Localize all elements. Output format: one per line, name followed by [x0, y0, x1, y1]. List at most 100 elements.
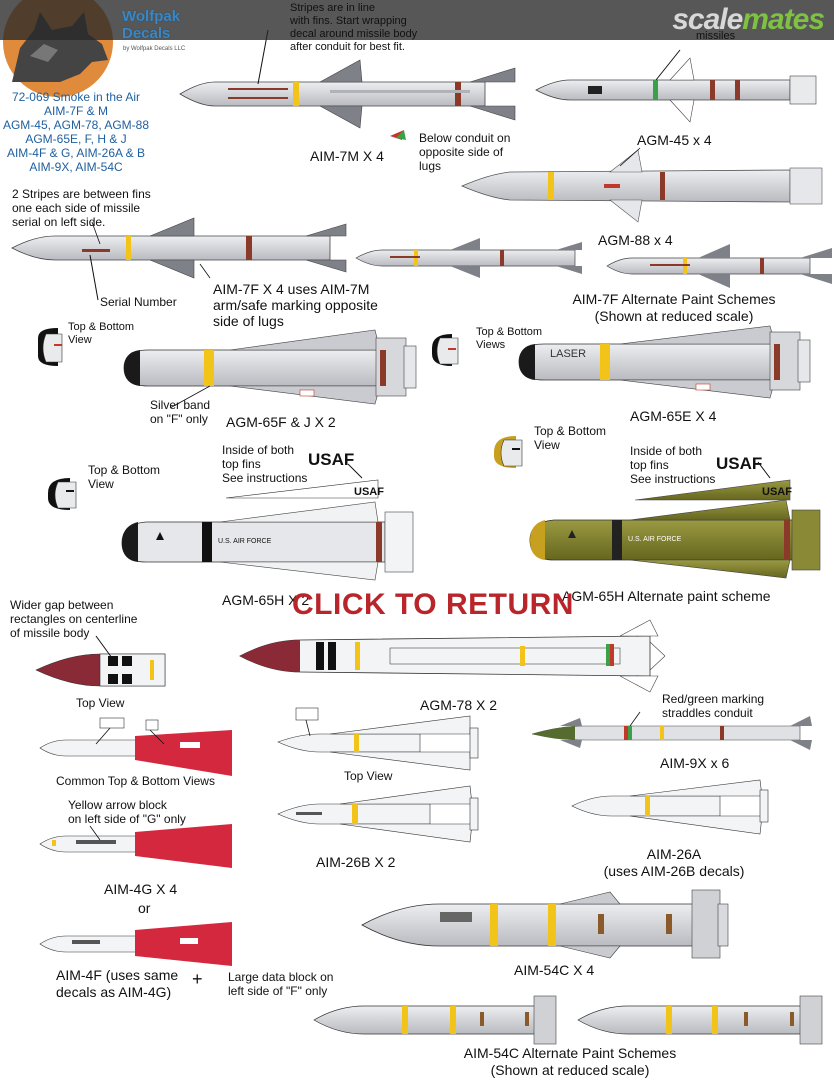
caption-agm65h: AGM-65H X 2 [222, 592, 310, 608]
usaf-fin-decal-alt: USAF [762, 486, 792, 498]
sheet-info-line: 72-069 Smoke in the Air [11, 90, 141, 104]
aim54c-drawing [361, 889, 729, 959]
brand-part1: scale [672, 3, 743, 36]
note-line: straddles conduit [662, 706, 753, 720]
agm45-note: missiles [696, 30, 735, 43]
caption-agm65e: AGM-65E X 4 [630, 408, 717, 424]
note-line: Below conduit on [419, 131, 511, 145]
note-line: Silver band [150, 398, 211, 412]
note-line: View [88, 477, 114, 491]
aim4f-note: AIM-4F (uses same decals as AIM-4G) [56, 967, 178, 1001]
us-air-force-decal-alt: U.S. AIR FORCE [628, 536, 682, 543]
note-line: AIM-54C Alternate Paint Schemes [463, 1045, 677, 1061]
agm65h-topbottom-note: Top & Bottom View [88, 463, 160, 491]
note-line: See instructions [222, 471, 308, 485]
note-line: (uses AIM-26B decals) [603, 863, 745, 879]
caption-aim4g: AIM-4G X 4 [104, 881, 178, 897]
note-line: rectangles on centerline [10, 612, 138, 626]
note-line: of missile body [10, 626, 90, 640]
agm65h-alt-inside-fins-note: Inside of both top fins See instructions [630, 444, 715, 486]
aim54c-alt-note: AIM-54C Alternate Paint Schemes (Shown a… [430, 1045, 710, 1079]
note-line: View [534, 438, 560, 452]
aim9x-drawing [531, 711, 812, 750]
note-line: 2 Stripes are between fins [12, 187, 151, 201]
note-line: left side of "F" only [228, 984, 328, 998]
aim7f-drawing [11, 217, 347, 301]
silver-band-leader [169, 385, 211, 409]
note-line: AIM-4F (uses same [56, 967, 179, 983]
logo-subtitle: by Wolfpak Decals LLC [123, 46, 186, 52]
plus-sign: + [192, 969, 203, 989]
agm78-drawing [239, 619, 666, 693]
usaf-decal-alt: USAF [716, 454, 763, 473]
aim26b-top-view-note: Top View [344, 769, 393, 783]
note-line: (Shown at reduced scale) [490, 1062, 650, 1078]
caption-agm65fj: AGM-65F & J X 2 [226, 414, 336, 430]
note-line: Top & Bottom [534, 424, 607, 438]
stripes-note: Stripes are in line with fins. Start wra… [290, 2, 417, 54]
agm65h-alt-topbottom-note: Top & Bottom View [534, 424, 606, 452]
site-header-bar: scalemates [0, 0, 834, 40]
agm65fj-drawing [38, 328, 417, 405]
aim7f-alt2-drawing [606, 244, 832, 288]
yellow-arrow-note: Yellow arrow block on left side of "G" o… [68, 798, 186, 826]
us-air-force-decal: U.S. AIR FORCE [218, 538, 272, 545]
note-line: Yellow arrow block [68, 798, 167, 812]
aim4g-drawing [39, 824, 232, 868]
aim4-common-drawing [39, 717, 232, 776]
usaf-fin-decal: USAF [354, 486, 384, 498]
aim7m-drawing [179, 29, 516, 140]
note-line: side of lugs [213, 313, 284, 329]
sheet-info-line: AGM-65E, F, H & J [25, 132, 127, 146]
caption-aim9x: AIM-9X x 6 [660, 755, 730, 771]
click-to-return-link[interactable]: CLICK TO RETURN [292, 588, 574, 621]
note-line: arm/safe marking opposite [213, 297, 378, 313]
note-line: AIM-26A [646, 846, 702, 862]
note-line: decal around missile body [290, 28, 418, 40]
note-line: Large data block on [228, 970, 334, 984]
scalemates-brand[interactable]: scalemates [672, 3, 825, 37]
note-line: Top & Bottom [88, 463, 161, 477]
note-line: Inside of both [222, 443, 295, 457]
agm88-drawing [460, 149, 823, 223]
note-line: Red/green marking [662, 692, 765, 706]
laser-marking: LASER [550, 348, 587, 360]
sheet-info-line: AIM-7F & M [43, 104, 108, 118]
note-line: top fins [630, 458, 669, 472]
note-line: decals as AIM-4G) [56, 984, 172, 1000]
note-line: opposite side of [419, 145, 504, 159]
sheet-info: 72-069 Smoke in the Air AIM-7F & M AGM-4… [0, 90, 152, 174]
agm65e-drawing [432, 325, 811, 399]
note-line: See instructions [630, 472, 716, 486]
red-green-note: Red/green marking straddles conduit [662, 692, 764, 720]
usaf-decal: USAF [308, 450, 355, 469]
note-line: AIM-7F Alternate Paint Schemes [572, 291, 776, 307]
top-view-note: Top View [76, 696, 125, 710]
caption-aim54c: AIM-54C X 4 [514, 962, 595, 978]
agm45-drawing [535, 49, 817, 123]
note-line: Top & Bottom [68, 321, 135, 333]
two-stripes-note: 2 Stripes are between fins one each side… [12, 187, 151, 229]
below-conduit-note: Below conduit on opposite side of lugs [419, 131, 510, 173]
sheet-info-line: AIM-9X, AIM-54C [29, 160, 123, 174]
aim7f-alt1-drawing [355, 238, 582, 278]
serial-number-note: Serial Number [100, 295, 177, 309]
note-line: on "F" only [150, 412, 208, 426]
caption-agm65h-alt: AGM-65H Alternate paint scheme [562, 588, 771, 604]
note-line: View [68, 334, 92, 346]
large-data-note: Large data block on left side of "F" onl… [228, 970, 333, 998]
aim26a-note: AIM-26A (uses AIM-26B decals) [584, 846, 764, 880]
aim26b-top-drawing [277, 707, 479, 771]
agm65h-alt-drawing [494, 436, 821, 579]
aim7f-leader [199, 263, 211, 279]
agm65h-inside-fins-note: Inside of both top fins See instructions [222, 443, 307, 485]
sheet-info-line: AIM-4F & G, AIM-26A & B [6, 146, 146, 160]
sheet-info-line: AGM-45, AGM-78, AGM-88 [2, 118, 150, 132]
aim7f-note: AIM-7F X 4 uses AIM-7M arm/safe marking … [213, 281, 378, 329]
brand-part2: mates [742, 3, 825, 36]
note-line: after conduit for best fit. [290, 41, 405, 53]
note-line: with fins. Start wrapping [290, 15, 407, 27]
agm45-leader [619, 147, 641, 167]
agm65e-topbottom-note: Top & Bottom Views [476, 326, 542, 352]
